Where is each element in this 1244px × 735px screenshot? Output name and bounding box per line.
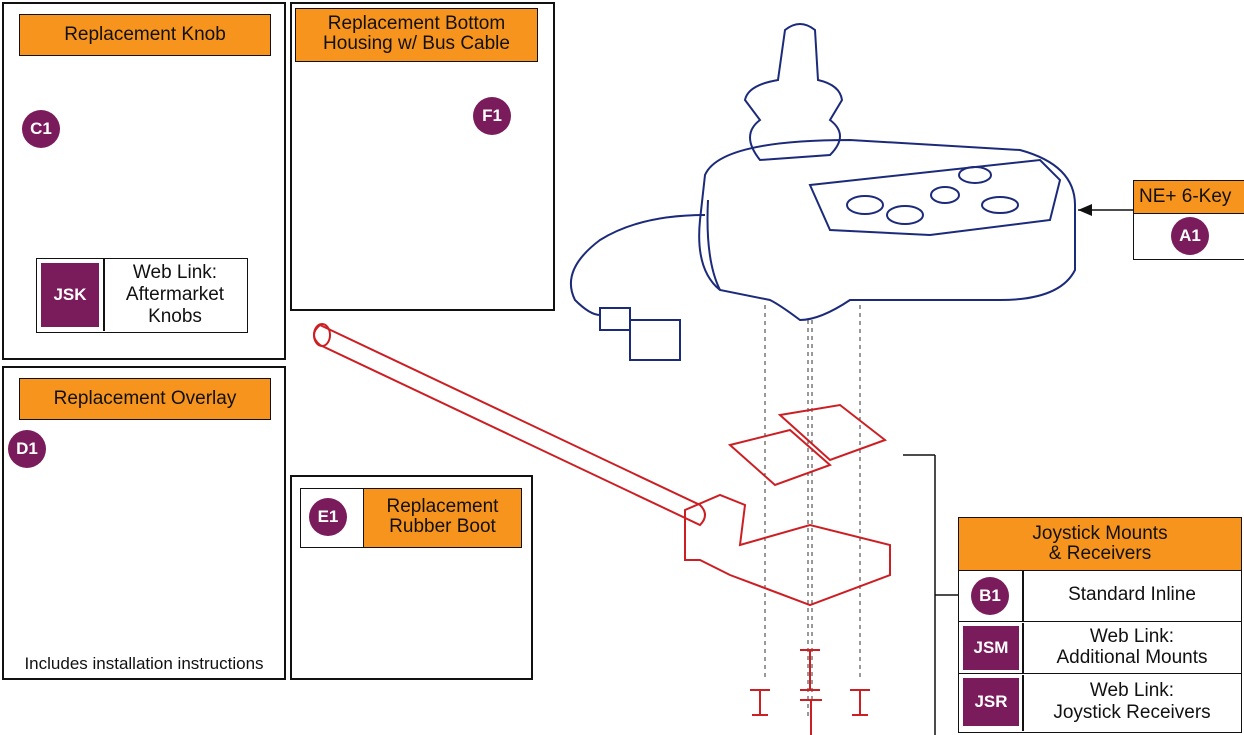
mounts-row-jsr-line-2: Joystick Receivers [1053, 702, 1211, 723]
boot-title: Replacement Rubber Boot [363, 488, 522, 548]
overlay-badge: D1 [8, 430, 46, 468]
knob-title: Replacement Knob [19, 14, 271, 56]
knob-weblink[interactable]: JSK Web Link: Aftermarket Knobs [36, 258, 248, 333]
mounts-row-jsr-line-1: Web Link: [1089, 680, 1175, 701]
boot-header: E1 Replacement Rubber Boot [300, 488, 522, 548]
knob-weblink-line-1: Web Link: [132, 262, 218, 283]
mounts-title-line-2: & Receivers [1048, 543, 1152, 564]
mounts-title-line-1: Joystick Mounts [1032, 523, 1168, 544]
mounts-row-jsm-line-2: Additional Mounts [1056, 647, 1208, 668]
bottom-housing-title-line-2: Housing w/ Bus Cable [323, 33, 510, 54]
mounts-title: Joystick Mounts & Receivers [958, 517, 1242, 571]
mounts-row-b1-text: Standard Inline [1068, 584, 1196, 605]
bottom-housing-title: Replacement Bottom Housing w/ Bus Cable [295, 8, 538, 62]
controller-title: NE+ 6-Key [1133, 180, 1244, 214]
overlay-note: Includes installation instructions [24, 654, 264, 673]
controller-callout: NE+ 6-Key A1 [1133, 180, 1244, 260]
mounts-row-jsr[interactable]: JSR Web Link: Joystick Receivers [959, 675, 1241, 731]
controller-badge: A1 [1171, 217, 1209, 255]
mounts-row-b1[interactable]: B1 Standard Inline [959, 571, 1241, 622]
overlay-panel: Replacement Overlay Includes installatio… [2, 366, 286, 680]
mounts-row-b1-badge: B1 [971, 577, 1009, 615]
bottom-housing-badge: F1 [473, 97, 511, 135]
knob-weblink-line-3: Knobs [148, 306, 202, 327]
mounts-row-jsm[interactable]: JSM Web Link: Additional Mounts [959, 623, 1241, 674]
joystick-mount-illustration [313, 323, 960, 735]
overlay-title: Replacement Overlay [19, 378, 271, 420]
mounts-row-jsm-code: JSM [963, 626, 1019, 670]
knob-weblink-line-2: Aftermarket [125, 284, 225, 305]
bottom-housing-title-line-1: Replacement Bottom [327, 13, 506, 34]
boot-title-line-2: Rubber Boot [389, 516, 496, 537]
joystick-controller-illustration [570, 23, 1135, 720]
boot-title-line-1: Replacement [386, 496, 499, 517]
knob-weblink-code: JSK [41, 263, 99, 327]
mounts-row-jsr-code: JSR [963, 678, 1019, 726]
boot-badge: E1 [309, 498, 347, 536]
mounts-callout: Joystick Mounts & Receivers B1 Standard … [958, 517, 1242, 733]
mounts-row-jsm-line-1: Web Link: [1089, 626, 1175, 647]
knob-badge: C1 [22, 110, 60, 148]
